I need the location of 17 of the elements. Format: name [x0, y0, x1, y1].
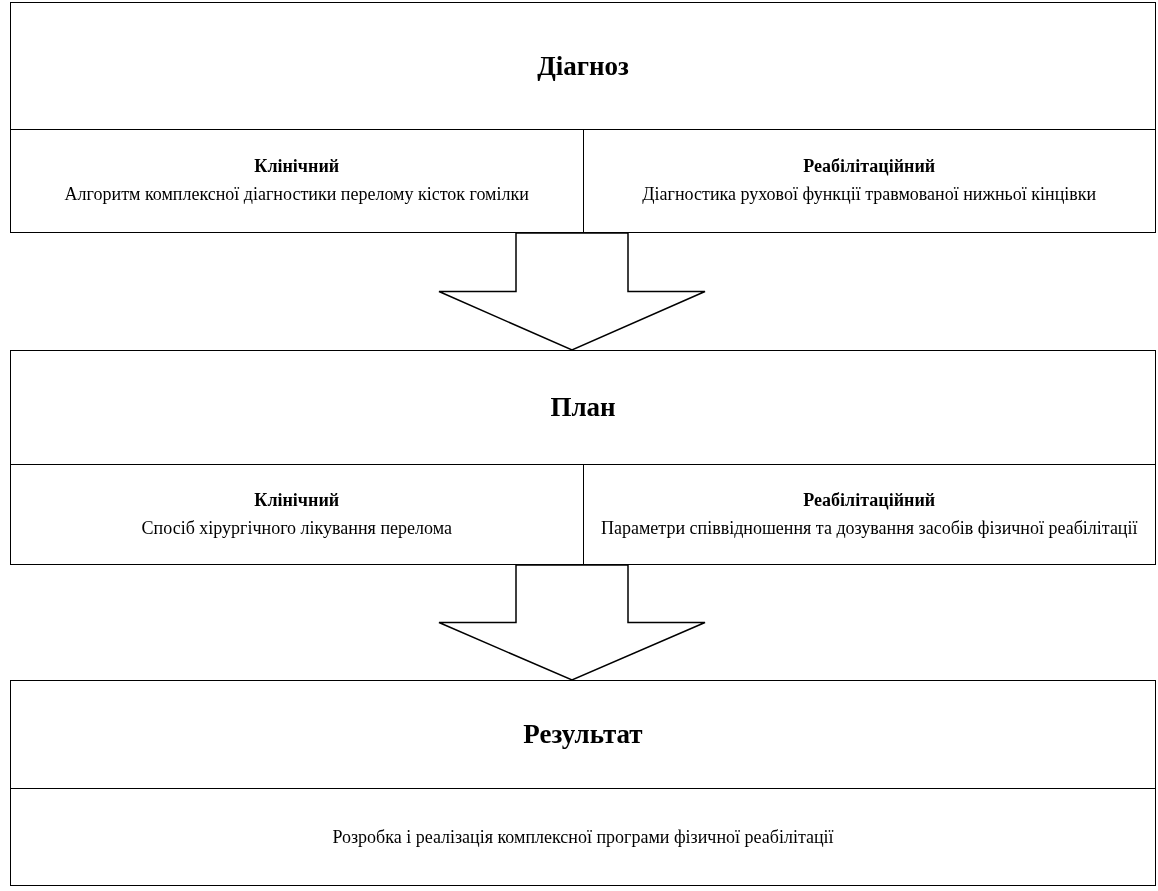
stage-box [10, 680, 1156, 886]
stage-box [10, 2, 1156, 233]
description: Розробка і реалізація комплексної програми фізичної реабілітації [332, 825, 834, 849]
description: Алгоритм комплексної діагностики перелому кісток гомілки [64, 183, 529, 206]
block-arrow [438, 232, 706, 351]
stage-title: План [550, 392, 616, 423]
subheading: Реабілітаційний [803, 489, 936, 511]
description: Параметри співвідношення та дозування засобів фізичної реабілітації [600, 516, 1138, 540]
stage-title: Діагноз [537, 50, 629, 82]
description: Спосіб хірургічного лікування перелома [141, 516, 452, 540]
stage-title: Результат [523, 719, 643, 750]
subheading: Клінічний [254, 489, 340, 511]
description: Діагностика рухової функції травмованої нижньої кінцівки [642, 183, 1097, 206]
stage-box [10, 350, 1156, 565]
subheading: Реабілітаційний [803, 156, 936, 178]
block-arrow [438, 564, 706, 681]
subheading: Клінічний [254, 156, 340, 178]
